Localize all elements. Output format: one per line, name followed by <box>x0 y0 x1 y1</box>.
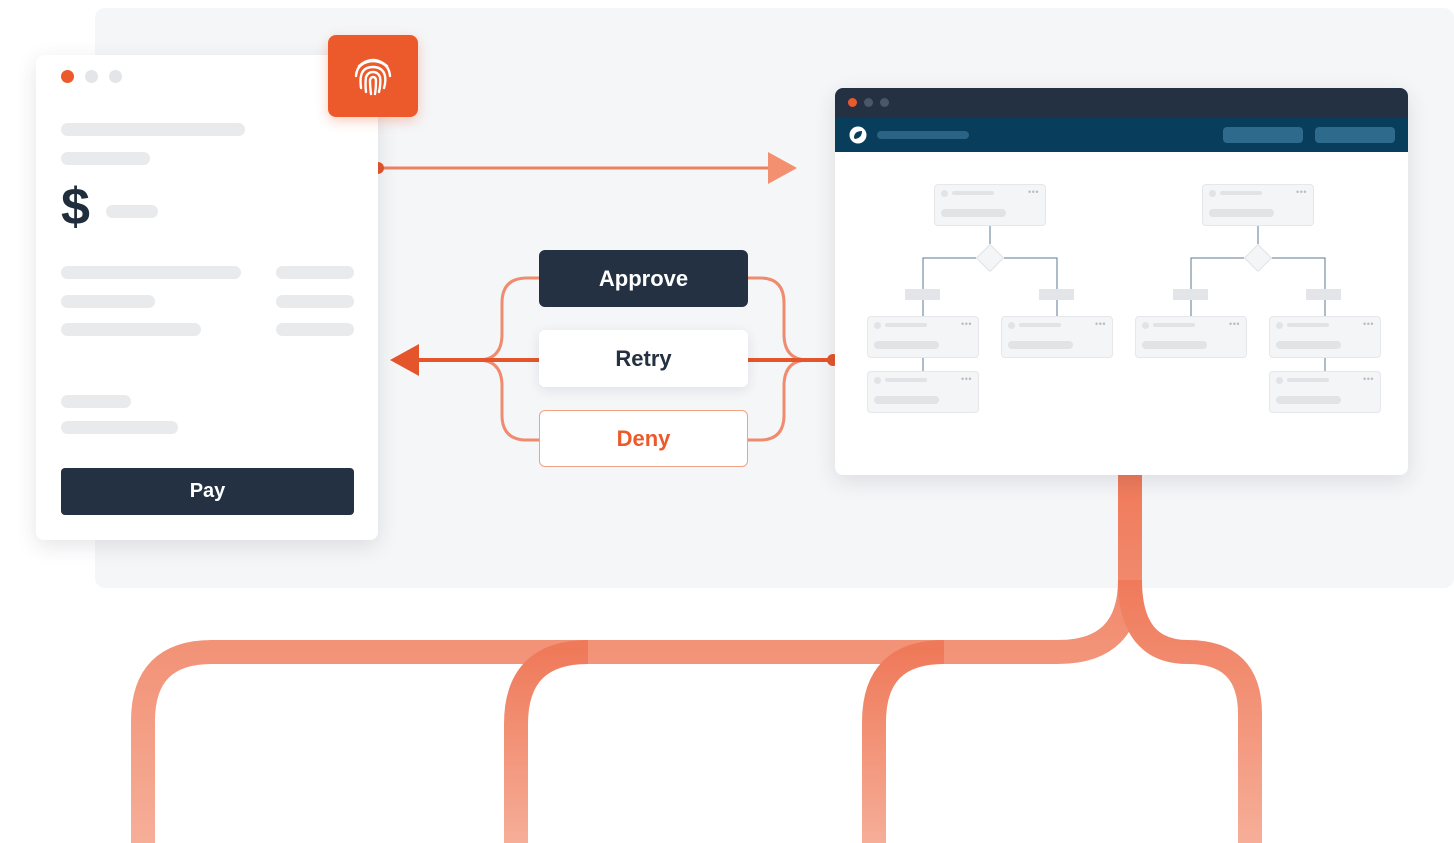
window-dot-gray <box>880 98 889 107</box>
app-navbar <box>835 118 1408 152</box>
branch-label <box>1173 289 1208 300</box>
currency-symbol: $ <box>61 178 90 236</box>
fingerprint-icon <box>354 58 392 96</box>
placeholder-line <box>61 421 178 434</box>
amount-placeholder <box>106 205 158 218</box>
workflow-node[interactable]: ••• <box>1269 316 1381 358</box>
workflow-connectors <box>922 226 1326 371</box>
payment-window: $ Pay <box>36 55 378 540</box>
fanout-wires <box>131 475 1262 843</box>
workflow-node[interactable]: ••• <box>1269 371 1381 413</box>
window-dot-red <box>848 98 857 107</box>
placeholder-line <box>61 123 245 136</box>
app-titlebar <box>835 88 1408 118</box>
fingerprint-badge <box>328 35 418 117</box>
workflow-canvas: ••• ••• ••• ••• ••• ••• ••• ••• <box>835 152 1408 475</box>
nav-button[interactable] <box>1315 127 1395 143</box>
decision-bracket <box>477 276 809 442</box>
window-dot-gray <box>864 98 873 107</box>
placeholder-line <box>61 266 241 279</box>
request-arrow <box>372 152 797 184</box>
workflow-node[interactable]: ••• <box>1001 316 1113 358</box>
pay-button[interactable]: Pay <box>61 468 354 515</box>
branch-label <box>1306 289 1341 300</box>
branch-label <box>1039 289 1074 300</box>
placeholder-line <box>276 266 354 279</box>
response-arrow <box>390 344 839 376</box>
workflow-node[interactable]: ••• <box>867 371 979 413</box>
deny-button[interactable]: Deny <box>539 410 748 467</box>
app-title-placeholder <box>877 131 969 139</box>
placeholder-line <box>276 323 354 336</box>
leaf-logo-icon <box>849 126 867 144</box>
workflow-app-window: ••• ••• ••• ••• ••• ••• ••• ••• <box>835 88 1408 475</box>
placeholder-line <box>61 395 131 408</box>
branch-label <box>905 289 940 300</box>
window-dot-gray <box>109 70 122 83</box>
workflow-node[interactable]: ••• <box>1135 316 1247 358</box>
placeholder-line <box>61 295 155 308</box>
workflow-node[interactable]: ••• <box>867 316 979 358</box>
approve-button[interactable]: Approve <box>539 250 748 307</box>
placeholder-line <box>276 295 354 308</box>
window-dot-gray <box>85 70 98 83</box>
workflow-node[interactable]: ••• <box>1202 184 1314 226</box>
workflow-node[interactable]: ••• <box>934 184 1046 226</box>
nav-button[interactable] <box>1223 127 1303 143</box>
window-dot-red <box>61 70 74 83</box>
placeholder-line <box>61 323 201 336</box>
placeholder-line <box>61 152 150 165</box>
retry-button[interactable]: Retry <box>539 330 748 387</box>
